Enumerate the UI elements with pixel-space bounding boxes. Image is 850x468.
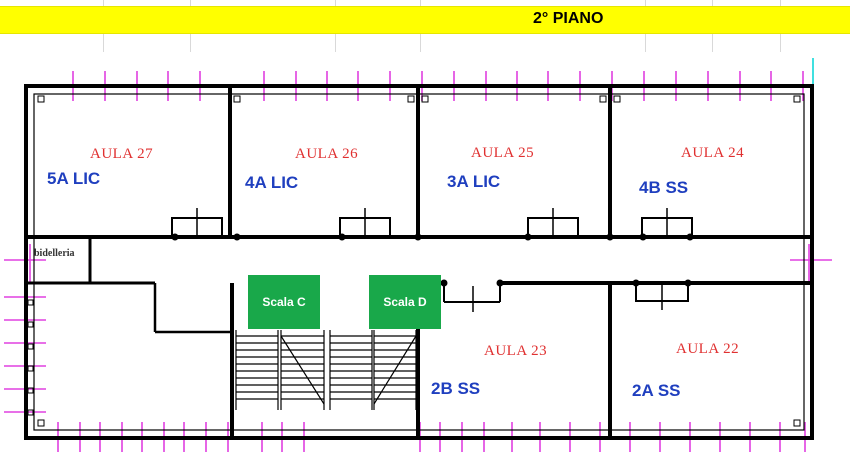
stair-d-box: Scala D (369, 275, 441, 329)
class-label-aula-27: 5A LIC (47, 169, 101, 188)
bidelleria-label: bidelleria (34, 248, 75, 259)
room-label-aula-23: AULA 23 (484, 343, 548, 359)
staircase-drawing (235, 330, 417, 410)
class-label-aula-22: 2A SS (632, 381, 681, 400)
room-label-aula-24: AULA 24 (681, 145, 745, 161)
floor-title: 2° PIANO (533, 10, 604, 27)
class-label-aula-26: 4A LIC (245, 173, 299, 192)
room-label-aula-26: AULA 26 (295, 146, 359, 162)
floor-banner (0, 6, 850, 34)
class-label-aula-25: 3A LIC (447, 172, 501, 191)
room-label-aula-22: AULA 22 (676, 341, 740, 357)
class-label-aula-23: 2B SS (431, 379, 481, 398)
stair-c-box: Scala C (248, 275, 320, 329)
room-label-aula-27: AULA 27 (90, 146, 154, 162)
walls (24, 84, 814, 440)
room-label-aula-25: AULA 25 (471, 145, 535, 161)
stair-diagonal (280, 335, 325, 405)
class-label-aula-24: 4B SS (639, 178, 689, 197)
stair-diagonal (373, 335, 417, 405)
